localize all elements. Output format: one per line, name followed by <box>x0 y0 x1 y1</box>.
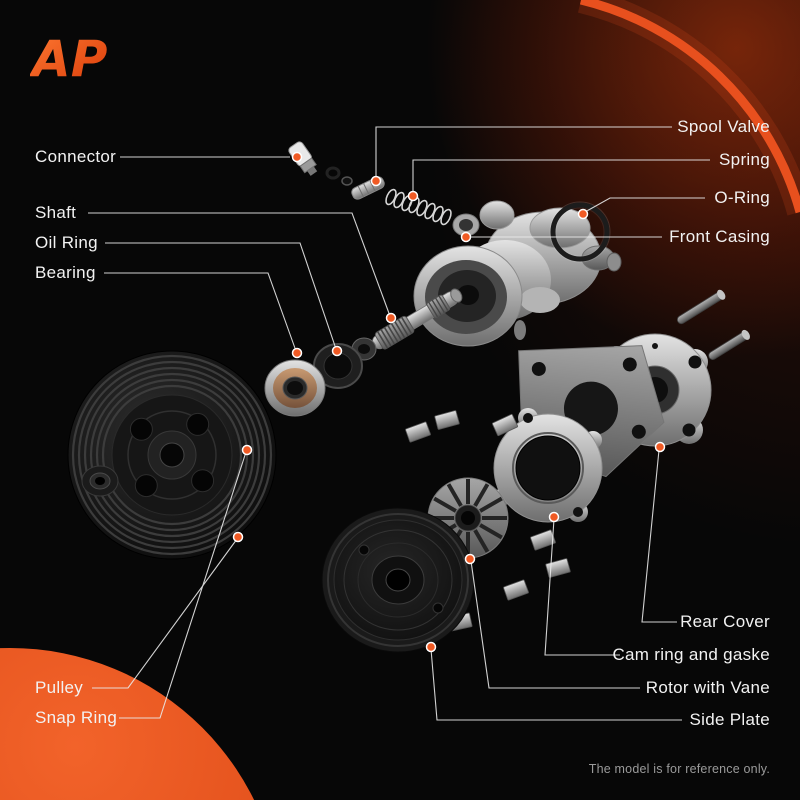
label-oil-ring: Oil Ring <box>35 233 98 252</box>
marker-shaft <box>385 312 397 324</box>
brand-logo-text: AP <box>30 30 107 88</box>
label-spring: Spring <box>719 150 770 169</box>
bearing-part <box>264 359 326 417</box>
leader-spring <box>412 159 710 192</box>
label-rear-cover: Rear Cover <box>680 612 770 631</box>
leader-side-plate <box>430 648 682 721</box>
label-bearing: Bearing <box>35 263 96 282</box>
label-snap-ring: Snap Ring <box>35 708 118 727</box>
marker-oil-ring <box>331 345 343 357</box>
label-pulley: Pulley <box>35 678 84 697</box>
marker-rotor <box>464 553 476 565</box>
leader-bearing <box>104 272 297 352</box>
side-plate-part <box>321 507 475 653</box>
marker-cam-ring <box>548 511 560 523</box>
leader-o-ring <box>584 197 705 213</box>
marker-spool-valve <box>370 175 382 187</box>
marker-side-plate <box>425 641 437 653</box>
front-casing-part <box>413 200 622 347</box>
leader-snap-ring <box>119 451 247 719</box>
marker-spring <box>407 190 419 202</box>
leader-rotor <box>470 560 640 689</box>
label-cam-ring-and-gasket: Cam ring and gaske <box>612 645 770 664</box>
label-o-ring: O-Ring <box>714 188 770 207</box>
leader-oil-ring <box>105 242 337 350</box>
corner-orange-circle <box>0 648 255 800</box>
valve-seals-part <box>325 166 353 186</box>
spring-part <box>385 188 452 226</box>
leader-rear-cover <box>641 449 677 623</box>
nut-part <box>81 465 119 497</box>
leader-lines <box>88 126 710 721</box>
leader-spool-valve <box>375 126 672 178</box>
marker-rear-cover <box>654 441 666 453</box>
marker-bearing <box>291 347 303 359</box>
marker-o-ring <box>577 208 589 220</box>
marker-pulley <box>232 531 244 543</box>
brand-logo: AP <box>30 30 107 88</box>
disclaimer-text: The model is for reference only. <box>588 762 770 776</box>
marker-front-casing <box>460 231 472 243</box>
label-rotor-with-vane: Rotor with Vane <box>645 678 770 697</box>
label-connector: Connector <box>35 147 117 166</box>
label-spool-valve: Spool Valve <box>677 117 770 136</box>
marker-snap-ring <box>241 444 253 456</box>
label-side-plate: Side Plate <box>689 710 770 729</box>
leader-pulley <box>92 538 238 689</box>
leader-cam-ring <box>544 518 620 656</box>
leader-shaft <box>88 212 391 317</box>
label-shaft: Shaft <box>35 203 77 222</box>
marker-connector <box>291 151 303 163</box>
dowel-pins-part <box>676 289 750 360</box>
shaft-part <box>372 288 463 350</box>
corner-swoosh <box>577 0 800 216</box>
cam-ring-part <box>493 408 603 523</box>
label-front-casing: Front Casing <box>669 227 770 246</box>
o-ring-part <box>549 201 611 263</box>
part-markers <box>232 151 666 653</box>
